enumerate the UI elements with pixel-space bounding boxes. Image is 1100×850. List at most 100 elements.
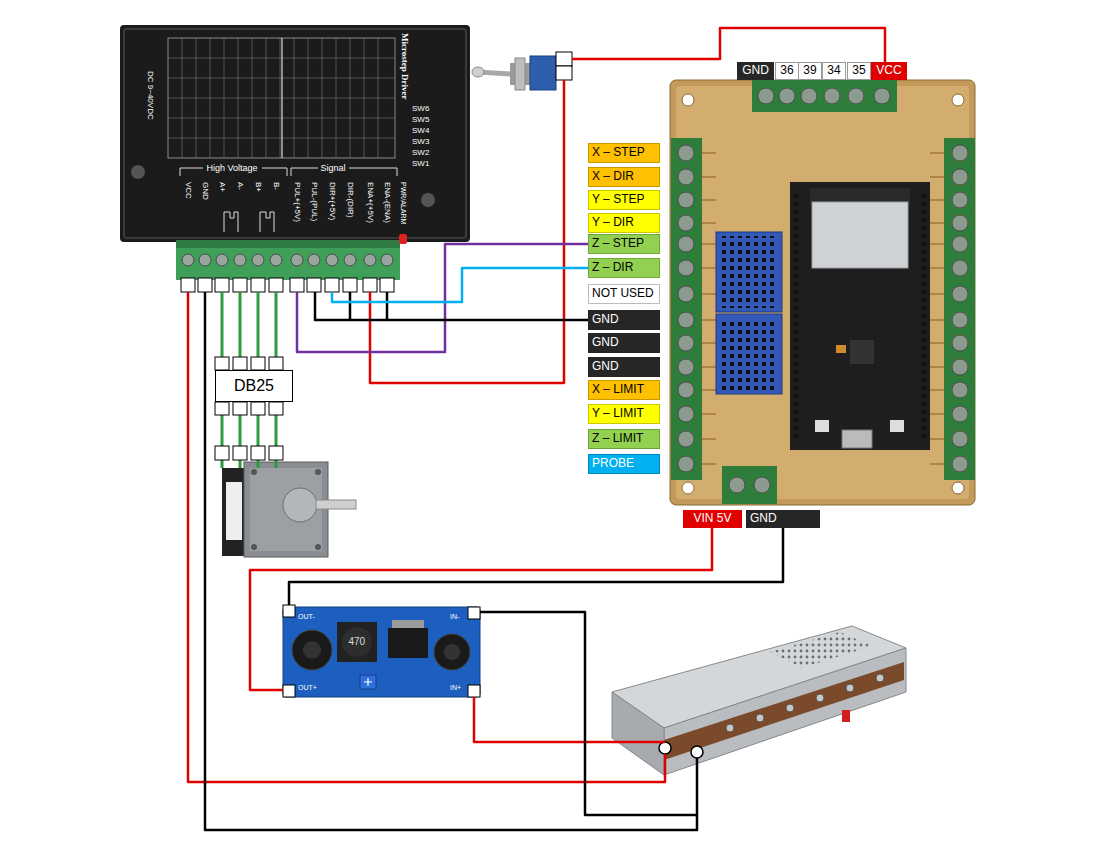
buck-converter-illustration xyxy=(283,605,295,617)
power-supply xyxy=(612,626,906,775)
stepper-driver: Microstep DriverDC 9~40VDCSW6SW5SW4SW3SW… xyxy=(120,25,470,292)
printed-text: GND xyxy=(200,182,209,200)
stepper-driver-illustration xyxy=(168,38,395,158)
esp32-controller-board xyxy=(952,406,968,422)
power-supply xyxy=(691,746,703,758)
esp32-controller-board xyxy=(790,182,930,450)
esp32-controller-board xyxy=(952,145,968,161)
printed-text: B- xyxy=(271,182,280,190)
esp32-controller-board xyxy=(952,94,964,106)
toggle-switch xyxy=(556,52,572,66)
esp32-controller-board xyxy=(720,318,778,390)
stepper-driver-illustration xyxy=(131,165,145,179)
stepper-driver-illustration xyxy=(199,254,211,266)
printed-text: DIR-(DIR) xyxy=(345,182,354,218)
esp32-controller-board xyxy=(682,482,694,494)
printed-text: PWR/ALARM xyxy=(399,182,407,224)
signal-label: Y – LIMIT xyxy=(588,404,660,424)
wire xyxy=(332,268,588,302)
esp32-controller-board xyxy=(671,138,702,480)
esp32-controller-board xyxy=(952,335,968,351)
esp32-controller-board xyxy=(678,169,694,185)
esp32-controller-board xyxy=(678,192,694,208)
power-label: GND xyxy=(746,510,820,528)
signal-label: NOT USED xyxy=(588,284,660,304)
esp32-controller-board xyxy=(678,431,694,447)
buck-converter-illustration xyxy=(303,641,321,659)
esp32-controller-board xyxy=(678,88,968,493)
esp32-controller-board xyxy=(678,406,694,422)
esp32-controller-board xyxy=(890,420,904,432)
buck-converter-illustration xyxy=(342,627,372,657)
wire xyxy=(474,697,665,742)
stepper-driver-illustration xyxy=(224,212,238,232)
terminal xyxy=(215,402,229,415)
power-supply xyxy=(876,674,884,682)
wire xyxy=(205,292,697,830)
power-supply xyxy=(770,632,872,668)
stepper-driver-illustration xyxy=(181,278,195,292)
stepper-motor xyxy=(315,469,321,475)
buck-converter-illustration xyxy=(283,605,480,697)
stepper-driver-illustration xyxy=(380,278,394,292)
esp32-controller-board xyxy=(952,482,964,494)
esp32-controller-board xyxy=(952,456,968,472)
buck-converter-illustration xyxy=(444,644,460,660)
terminal xyxy=(233,446,247,460)
printed-text: A- xyxy=(235,182,244,190)
esp32-controller-board xyxy=(702,153,944,464)
power-supply xyxy=(726,724,734,732)
wire xyxy=(480,612,697,815)
stepper-driver-illustration xyxy=(307,278,321,292)
label-text: PROBE xyxy=(592,457,634,470)
signal-label: Z – LIMIT xyxy=(588,429,660,449)
esp32-controller-board xyxy=(952,169,968,185)
stepper-driver-illustration xyxy=(364,254,376,266)
stepper-motor xyxy=(283,488,317,522)
terminal xyxy=(251,357,265,370)
label-text: GND xyxy=(592,360,619,373)
terminal xyxy=(269,357,283,370)
stepper-motor xyxy=(226,482,242,540)
esp32-controller-board xyxy=(716,314,782,394)
printed-text: PUL+(+5V) xyxy=(292,182,301,222)
power-supply xyxy=(816,694,824,702)
printed-text: SW5 xyxy=(412,115,429,124)
esp32-controller-board xyxy=(754,477,770,493)
pin-label: VCC xyxy=(871,62,907,80)
signal-label: X – DIR xyxy=(588,167,660,187)
printed-text: SW2 xyxy=(412,148,429,157)
label-text: GND xyxy=(750,512,777,525)
stepper-driver-illustration xyxy=(233,278,247,292)
esp32-controller-board xyxy=(678,145,694,161)
stepper-driver-illustration xyxy=(176,240,400,248)
esp32-controller-board xyxy=(678,236,694,252)
signal-label: Z – DIR xyxy=(588,258,660,278)
signal-label: GND xyxy=(588,333,660,353)
esp32-controller-board xyxy=(848,88,864,104)
esp32-controller-board xyxy=(952,312,968,328)
esp32-controller-board xyxy=(676,86,969,499)
label-text: GND xyxy=(592,336,619,349)
printed-text: ENA-(ENA) xyxy=(382,182,391,223)
stepper-motor xyxy=(251,469,321,550)
stepper-motor xyxy=(315,544,321,550)
esp32-controller-board xyxy=(682,94,694,106)
stepper-motor xyxy=(244,462,328,557)
printed-text: A+ xyxy=(217,182,226,192)
buck-converter: OUT-OUT+IN-IN+470 xyxy=(283,605,480,697)
label-text: GND xyxy=(742,64,769,77)
esp32-controller-board xyxy=(678,359,694,375)
label-text: X – LIMIT xyxy=(592,383,644,396)
power-supply xyxy=(786,704,794,712)
esp32-controller-board xyxy=(716,232,782,312)
label-text: GND xyxy=(592,313,619,326)
stepper-driver-illustration xyxy=(308,254,320,266)
buck-converter-illustration xyxy=(364,678,372,686)
esp32-controller-board xyxy=(952,431,968,447)
signal-label: Z – STEP xyxy=(588,234,660,254)
stepper-driver-illustration xyxy=(343,278,357,292)
